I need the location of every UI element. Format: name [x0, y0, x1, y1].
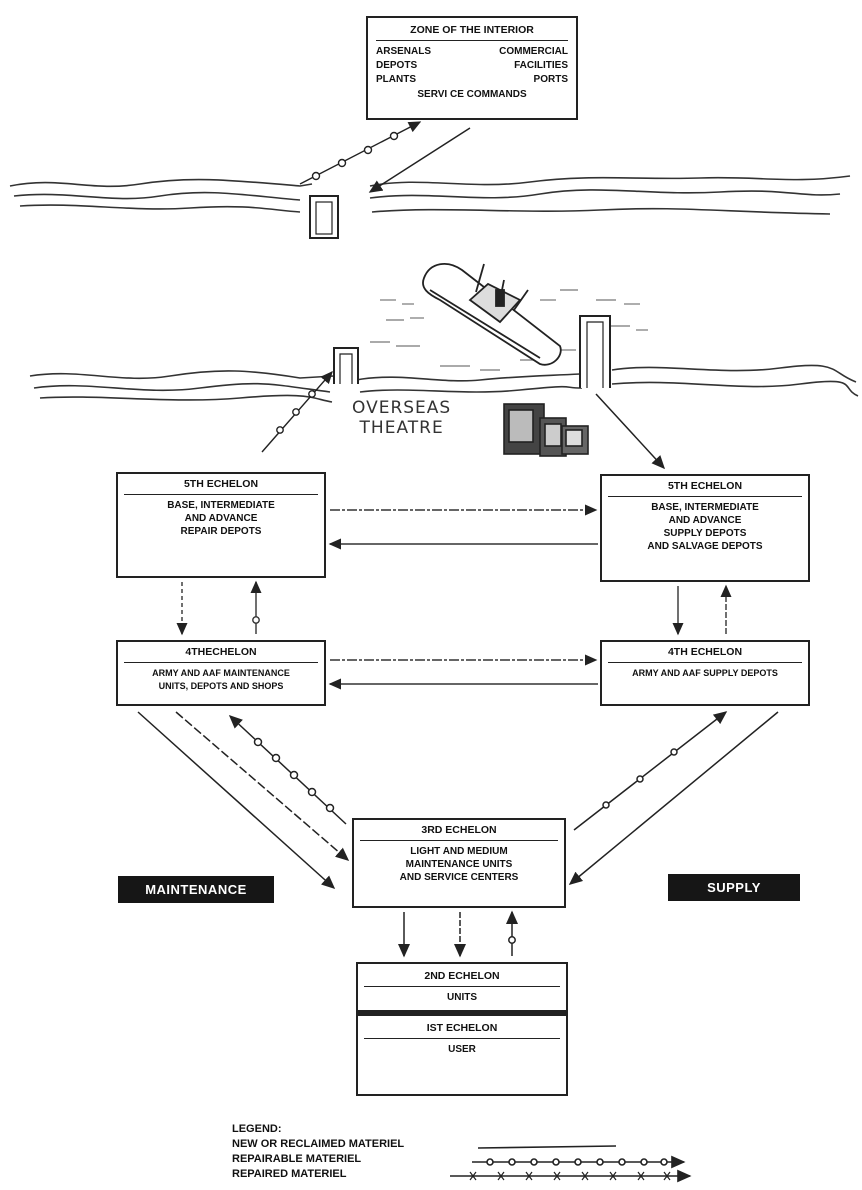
- overseas-line: OVERSEAS: [352, 398, 452, 418]
- flow-5l-to-dock: [261, 370, 333, 453]
- echelon-line: USER: [448, 1044, 476, 1055]
- zoi-item: PORTS: [533, 74, 568, 85]
- echelon-line: ARMY AND AAF MAINTENANCE: [152, 668, 290, 678]
- echelon-divider: [358, 1010, 566, 1016]
- first-echelon-section: IST ECHELON USER: [358, 1016, 566, 1062]
- coastline-overseas: [29, 364, 859, 403]
- zone-of-interior-box: ZONE OF THE INTERIOR ARSENALS COMMERCIAL…: [366, 16, 578, 120]
- echelon-line: UNITS, DEPOTS AND SHOPS: [158, 681, 284, 691]
- overseas-theatre-label: OVERSEAS THEATRE: [352, 398, 451, 438]
- legend-item: REPAIRABLE MATERIEL: [232, 1152, 404, 1167]
- fourth-echelon-supply-box: 4TH ECHELON ARMY AND AAF SUPPLY DEPOTS: [600, 640, 810, 706]
- supply-crates: [503, 403, 589, 457]
- overseas-docks: [333, 315, 611, 388]
- coastline-top: [9, 175, 851, 215]
- flow-4l-3rd: [137, 711, 350, 890]
- echelon-line: LIGHT AND MEDIUM: [410, 846, 508, 857]
- maintenance-label: MAINTENANCE: [118, 876, 274, 903]
- echelon-line: SUPPLY DEPOTS: [663, 528, 747, 539]
- top-dock: [309, 195, 339, 239]
- echelon-line: AND SALVAGE DEPOTS: [647, 541, 763, 552]
- legend-item: REPAIRED MATERIEL: [232, 1167, 404, 1182]
- second-echelon-section: 2ND ECHELON UNITS: [358, 964, 566, 1010]
- legend-samples: [450, 1145, 692, 1183]
- legend-item-label: REPAIRED MATERIEL: [232, 1168, 347, 1180]
- zoi-commands: SERVI CE COMMANDS: [417, 89, 527, 100]
- zoi-item: PLANTS: [376, 74, 416, 85]
- zoi-item: ARSENALS: [376, 46, 432, 57]
- theatre-line: THEATRE: [359, 418, 444, 438]
- legend-item-label: NEW OR RECLAIMED MATERIEL: [232, 1138, 405, 1150]
- fourth-echelon-maintenance-box: 4THECHELON ARMY AND AAF MAINTENANCE UNIT…: [116, 640, 326, 706]
- echelon-title: 3RD ECHELON: [360, 824, 558, 841]
- echelon-title: 4THECHELON: [124, 646, 318, 663]
- flow-5l-4l: [176, 580, 262, 636]
- zoi-item: COMMERCIAL: [499, 46, 568, 57]
- echelon-line: AND SERVICE CENTERS: [399, 872, 519, 883]
- echelon-line: BASE, INTERMEDIATE: [167, 500, 275, 511]
- flow-from-zoi: [368, 127, 471, 193]
- fifth-echelon-supply-box: 5TH ECHELON BASE, INTERMEDIATE AND ADVAN…: [600, 474, 810, 582]
- echelon-line: REPAIR DEPOTS: [180, 526, 262, 537]
- flow-5l-5r: [328, 504, 598, 550]
- third-echelon-box: 3RD ECHELON LIGHT AND MEDIUM MAINTENANCE…: [352, 818, 566, 908]
- flow-dock-to-5r: [595, 393, 666, 470]
- supply-label: SUPPLY: [668, 874, 800, 901]
- second-first-echelon-box: 2ND ECHELON UNITS IST ECHELON USER: [356, 962, 568, 1096]
- legend-item-label: REPAIRABLE MATERIEL: [232, 1153, 362, 1165]
- echelon-line: MAINTENANCE UNITS: [405, 859, 513, 870]
- fifth-echelon-repair-box: 5TH ECHELON BASE, INTERMEDIATE AND ADVAN…: [116, 472, 326, 578]
- zoi-item: FACILITIES: [514, 60, 568, 71]
- echelon-line: ARMY AND AAF SUPPLY DEPOTS: [632, 668, 778, 678]
- flow-3rd-2nd: [398, 910, 518, 958]
- echelon-line: AND ADVANCE: [184, 513, 258, 524]
- zoi-item: DEPOTS: [376, 60, 418, 71]
- zoi-items: ARSENALS COMMERCIAL DEPOTS FACILITIES PL…: [376, 45, 568, 86]
- flow-4r-3rd: [568, 711, 779, 885]
- zoi-title: ZONE OF THE INTERIOR: [376, 24, 568, 41]
- flow-to-zoi: [299, 121, 422, 185]
- echelon-title: 4TH ECHELON: [608, 646, 802, 663]
- flow-4l-4r: [328, 654, 598, 690]
- echelon-title: IST ECHELON: [364, 1022, 560, 1039]
- echelon-line: BASE, INTERMEDIATE: [651, 502, 759, 513]
- legend-title: LEGEND:: [232, 1123, 282, 1135]
- cargo-ship: [422, 263, 562, 366]
- legend-item: NEW OR RECLAIMED MATERIEL: [232, 1137, 404, 1152]
- echelon-line: UNITS: [447, 992, 477, 1003]
- echelon-title: 2ND ECHELON: [364, 970, 560, 987]
- echelon-title: 5TH ECHELON: [124, 478, 318, 495]
- echelon-title: 5TH ECHELON: [608, 480, 802, 497]
- flow-5r-4r: [672, 584, 732, 636]
- echelon-line: AND ADVANCE: [668, 515, 742, 526]
- legend: LEGEND: NEW OR RECLAIMED MATERIEL REPAIR…: [232, 1122, 404, 1182]
